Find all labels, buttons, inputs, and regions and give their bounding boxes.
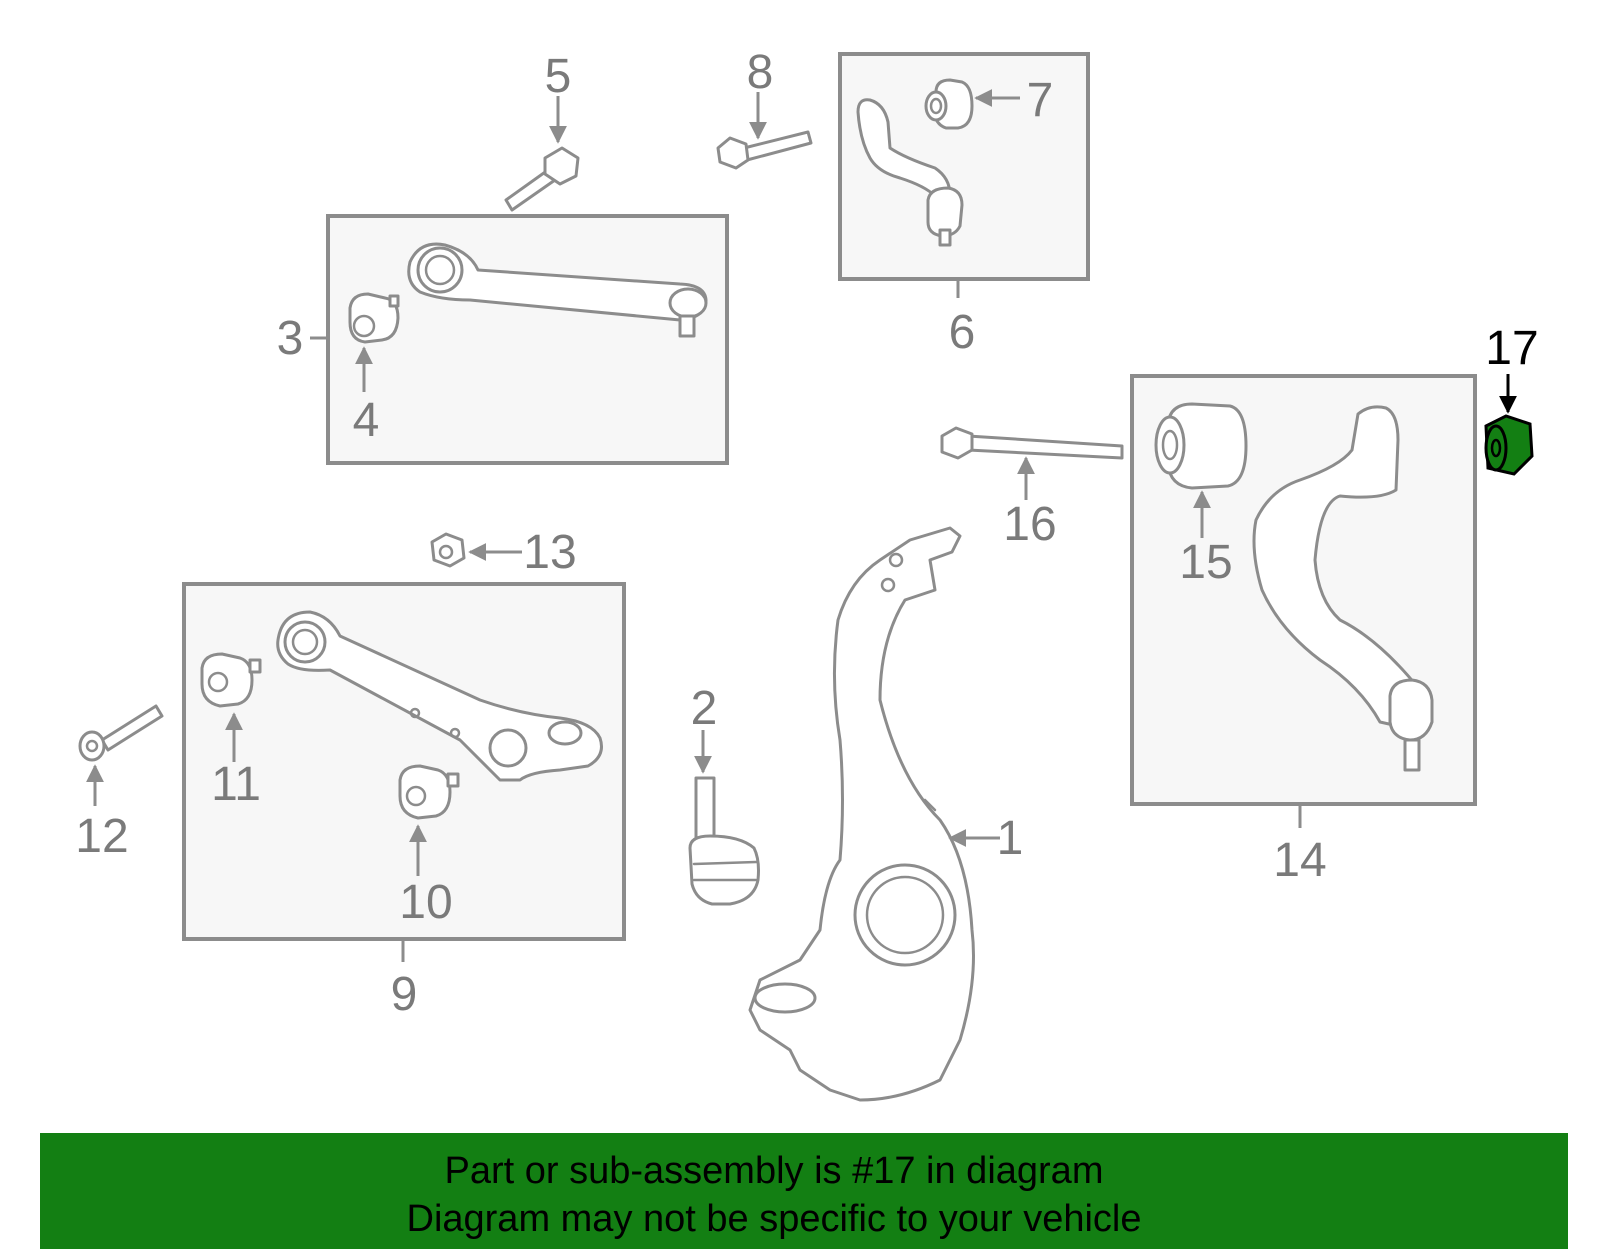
steering-knuckle-1[interactable] xyxy=(748,526,975,1102)
callout-10: 10 xyxy=(399,876,452,929)
callout-7: 7 xyxy=(1027,74,1054,127)
banner-line-1: Part or sub-assembly is #17 in diagram xyxy=(444,1150,1104,1192)
callout-8: 8 xyxy=(747,46,774,99)
callout-2: 2 xyxy=(691,682,718,735)
callout-4: 4 xyxy=(353,394,380,447)
banner-line-2: Diagram may not be specific to your vehi… xyxy=(406,1198,1142,1240)
assembly-9-box[interactable] xyxy=(182,582,626,941)
callout-labels: 5 8 7 6 3 4 13 11 12 10 9 2 1 16 15 14 1… xyxy=(75,46,1538,1021)
callout-3: 3 xyxy=(277,312,304,365)
ball-joint-2[interactable] xyxy=(688,776,760,906)
callout-5: 5 xyxy=(545,50,572,103)
nut-17-highlighted[interactable] xyxy=(1484,414,1534,476)
callout-6: 6 xyxy=(949,306,976,359)
callout-1: 1 xyxy=(997,812,1024,865)
assembly-6-box[interactable] xyxy=(838,52,1090,281)
leader-lines xyxy=(86,89,1517,962)
callout-9: 9 xyxy=(391,968,418,1021)
assembly-14-box[interactable] xyxy=(1130,374,1477,806)
bolt-8[interactable] xyxy=(716,130,813,170)
bolt-16[interactable] xyxy=(940,426,1124,460)
callout-17-highlighted: 17 xyxy=(1485,322,1538,375)
bolt-12[interactable] xyxy=(78,704,164,762)
info-banner: Part or sub-assembly is #17 in diagram D… xyxy=(40,1133,1568,1249)
assembly-3-box[interactable] xyxy=(326,214,729,465)
callout-12: 12 xyxy=(75,810,128,863)
callout-11: 11 xyxy=(211,758,261,811)
nut-13[interactable] xyxy=(430,532,466,568)
callout-15: 15 xyxy=(1179,536,1232,589)
callout-14: 14 xyxy=(1273,834,1326,887)
bolt-5[interactable] xyxy=(504,146,580,212)
callout-13: 13 xyxy=(523,526,576,579)
callout-16: 16 xyxy=(1003,498,1056,551)
